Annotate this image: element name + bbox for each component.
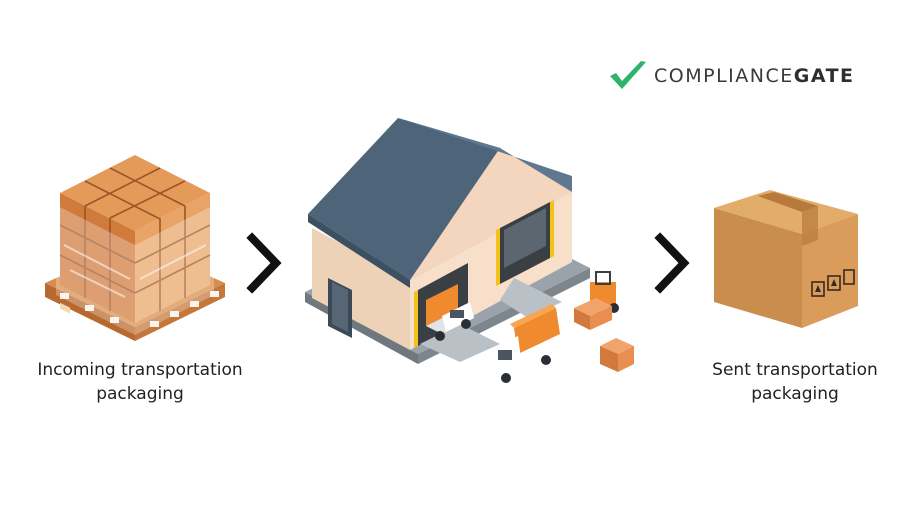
checkmark-logo-icon xyxy=(610,61,646,89)
sent-packaging-caption: Sent transportation packaging xyxy=(712,360,878,404)
warehouse-icon xyxy=(305,118,634,383)
pallet-icon xyxy=(45,155,225,341)
chevron-right-icon xyxy=(246,232,282,294)
compliancegate-logo: COMPLIANCEGATE xyxy=(608,56,878,96)
logo-word-accent: GATE xyxy=(793,65,855,87)
chevron-right-icon xyxy=(654,232,690,294)
logo-word-main: COMPLIANCE xyxy=(654,65,794,87)
incoming-packaging-caption: Incoming transportation packaging xyxy=(37,360,243,404)
cardboard-box-icon xyxy=(714,190,858,328)
logo-wordmark: COMPLIANCEGATE xyxy=(654,65,855,87)
